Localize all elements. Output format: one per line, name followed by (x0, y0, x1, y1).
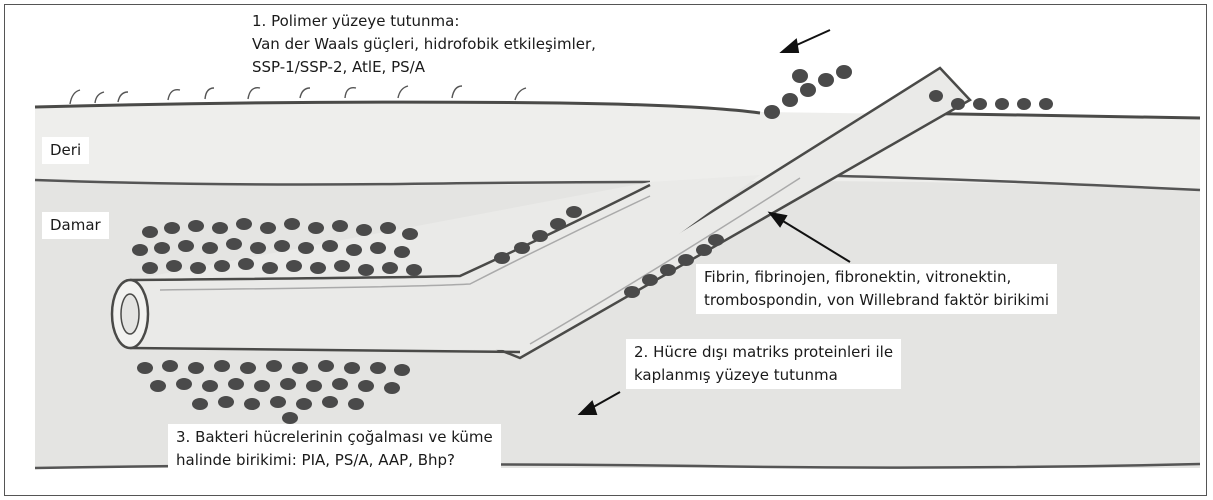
step1-line3: SSP-1/SSP-2, AtlE, PS/A (252, 56, 596, 79)
proteins-line2: trombospondin, von Willebrand faktör bir… (704, 289, 1049, 312)
vessel-label: Damar (42, 212, 109, 239)
skin-label: Deri (42, 137, 89, 164)
step2-label: 2. Hücre dışı matriks proteinleri ile ka… (626, 339, 901, 389)
step3-label: 3. Bakteri hücrelerinin çoğalması ve küm… (168, 424, 501, 474)
step2-line1: 2. Hücre dışı matriks proteinleri ile (634, 341, 893, 364)
step1-label: 1. Polimer yüzeye tutunma: Van der Waals… (252, 10, 596, 79)
arrow-icon (782, 30, 830, 52)
step3-line2: halinde birikimi: PIA, PS/A, AAP, Bhp? (176, 449, 493, 472)
proteins-label: Fibrin, fibrinojen, fibronektin, vitrone… (696, 264, 1057, 314)
step3-line1: 3. Bakteri hücrelerinin çoğalması ve küm… (176, 426, 493, 449)
step2-line2: kaplanmış yüzeye tutunma (634, 364, 893, 387)
step1-line1: 1. Polimer yüzeye tutunma: (252, 10, 596, 33)
proteins-line1: Fibrin, fibrinojen, fibronektin, vitrone… (704, 266, 1049, 289)
catheter-opening-inner (121, 294, 139, 334)
step1-line2: Van der Waals güçleri, hidrofobik etkile… (252, 33, 596, 56)
